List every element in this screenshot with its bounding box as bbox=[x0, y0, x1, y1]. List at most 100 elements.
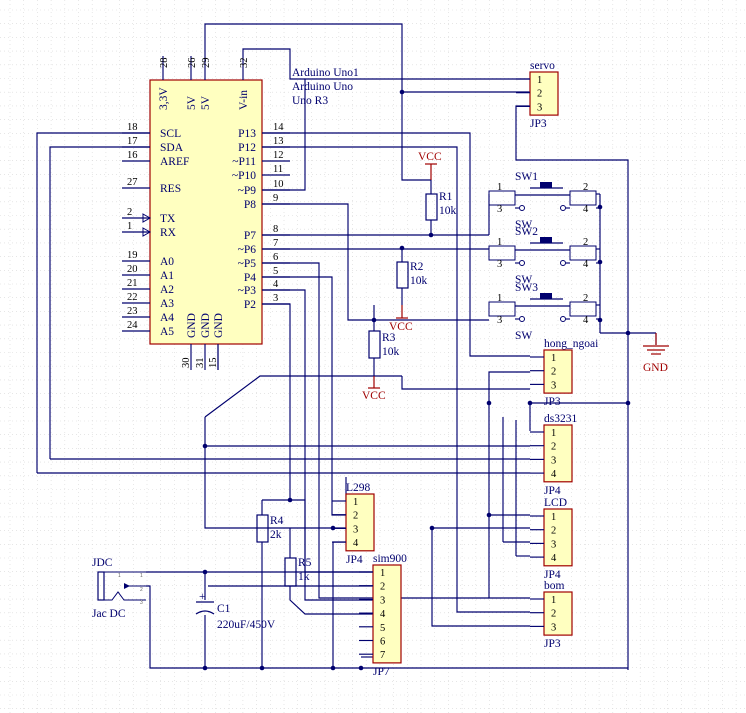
mcu-top-pin-name: 5V bbox=[186, 95, 198, 110]
resistor-r5: R5 1k bbox=[284, 557, 312, 587]
header-pin-num: 2 bbox=[551, 609, 556, 620]
mcu-left-pin-num: 27 bbox=[127, 177, 138, 188]
r5-name: R5 bbox=[298, 557, 312, 569]
mcu-left-pin-num: 23 bbox=[127, 306, 138, 317]
svg-text:+: + bbox=[199, 591, 206, 603]
mcu-left-pin-name: A3 bbox=[160, 298, 174, 310]
vcc-symbol-3: VCC bbox=[362, 376, 386, 402]
header-pin-num: 2 bbox=[353, 511, 358, 522]
mcu-left-pin-num: 19 bbox=[127, 250, 138, 261]
header-pin-num: 2 bbox=[551, 526, 556, 537]
switch-name: SW1 bbox=[515, 171, 538, 183]
mcu-right-pin-num: 7 bbox=[273, 238, 278, 249]
header-pin-num: 4 bbox=[551, 553, 557, 564]
mcu-left-pin-name: A4 bbox=[160, 312, 174, 324]
switch-name: SW3 bbox=[515, 282, 538, 294]
r2-name: R2 bbox=[410, 261, 424, 273]
c1-name: C1 bbox=[217, 603, 231, 615]
header-pin-num: 7 bbox=[380, 650, 385, 661]
mcu-left-pin-num: 21 bbox=[127, 278, 138, 289]
header-ref: JP3 bbox=[530, 118, 547, 130]
resistor-r1: R1 10k bbox=[425, 191, 457, 221]
mcu-right-pin-num: 8 bbox=[273, 224, 278, 235]
mcu-top-pin-name: 5V bbox=[200, 95, 212, 110]
mcu-right-pin-num: 6 bbox=[273, 252, 278, 263]
header-ref: JP4 bbox=[346, 554, 363, 566]
switch-pin-4: 4 bbox=[583, 315, 589, 326]
mcu-right-pin-name: ~P9 bbox=[238, 185, 257, 197]
header-pin-num: 1 bbox=[551, 595, 556, 606]
mcu-left-pin-name: SCL bbox=[160, 128, 181, 140]
r3-value: 10k bbox=[382, 346, 400, 358]
mcu-top-pin-num: 28 bbox=[159, 58, 170, 69]
mcu-bottom-pin-num: 15 bbox=[208, 358, 219, 369]
header-name: hong_ngoai bbox=[544, 338, 598, 350]
mcu-bottom-pin-name: GND bbox=[200, 313, 212, 338]
mcu-left-pin-num: 1 bbox=[127, 221, 132, 232]
gnd-label: GND bbox=[643, 362, 668, 374]
mcu-left-pin-name: SDA bbox=[160, 142, 184, 154]
header-ref: JP3 bbox=[544, 638, 561, 650]
power-symbols: VCC VCC VCC GND bbox=[362, 151, 669, 402]
mcu-left-pin-name: A2 bbox=[160, 284, 174, 296]
svg-text:3: 3 bbox=[140, 600, 143, 606]
junctions bbox=[202, 89, 631, 671]
header-pin-num: 1 bbox=[537, 75, 542, 86]
header-pin-num: 3 bbox=[551, 380, 556, 391]
r4-value: 2k bbox=[270, 529, 282, 541]
switch-pin-2: 2 bbox=[583, 237, 588, 248]
mcu-right-pin-name: P13 bbox=[238, 128, 256, 140]
r3-name: R3 bbox=[382, 332, 396, 344]
svg-text:2: 2 bbox=[140, 587, 143, 593]
r2-value: 10k bbox=[410, 275, 428, 287]
mcu-top-pin-num: 32 bbox=[239, 58, 250, 69]
mcu-right-pin-name: P2 bbox=[244, 299, 256, 311]
svg-text:1: 1 bbox=[140, 573, 143, 579]
dc-jack: JDC Jac DC 1 1 2 3 bbox=[92, 557, 146, 620]
mcu-bottom-pin-num: 30 bbox=[181, 358, 192, 369]
switch-type: SW bbox=[515, 274, 532, 286]
mcu-left-pin-name: RES bbox=[160, 183, 181, 195]
header-pin-num: 1 bbox=[551, 512, 556, 523]
mcu-left-pin-num: 20 bbox=[127, 264, 138, 275]
mcu-right-pin-num: 10 bbox=[273, 179, 284, 190]
switch-pin-2: 2 bbox=[583, 293, 588, 304]
mcu-body bbox=[149, 79, 263, 345]
mcu-right-pin-num: 9 bbox=[273, 193, 278, 204]
tx-arrow-icon bbox=[142, 213, 152, 223]
header-pin-num: 3 bbox=[551, 455, 556, 466]
header-pin-num: 2 bbox=[551, 442, 556, 453]
mcu-right-pin-num: 5 bbox=[273, 266, 278, 277]
header-pin-num: 5 bbox=[380, 623, 385, 634]
mcu-right-pin-num: 11 bbox=[273, 164, 283, 175]
mcu-top-pin-num: 26 bbox=[187, 58, 198, 69]
header-pin-num: 4 bbox=[353, 538, 359, 549]
vcc-label-3: VCC bbox=[362, 390, 386, 402]
resistor-r4: R4 2k bbox=[256, 514, 284, 543]
switch-pin-1: 1 bbox=[497, 237, 502, 248]
mcu-top-pin-name: V-in bbox=[238, 90, 250, 110]
header-pin-num: 3 bbox=[551, 622, 556, 633]
mcu-top-pin-num: 29 bbox=[201, 58, 212, 69]
rx-arrow-icon bbox=[142, 227, 152, 237]
mcu-top-pin-name: 3,3V bbox=[158, 87, 170, 110]
header-pin-num: 3 bbox=[353, 524, 358, 535]
mcu-title-1: Arduino Uno1 bbox=[292, 67, 359, 79]
capacitor-c1: + C1 220uF/450V bbox=[195, 591, 276, 631]
mcu-right-pin-name: P12 bbox=[238, 142, 256, 154]
mcu-right-pin-name: ~P6 bbox=[238, 244, 257, 256]
mcu-left-pin-name: A0 bbox=[160, 256, 174, 268]
r1-value: 10k bbox=[439, 205, 457, 217]
header-pin-num: 1 bbox=[380, 568, 385, 579]
